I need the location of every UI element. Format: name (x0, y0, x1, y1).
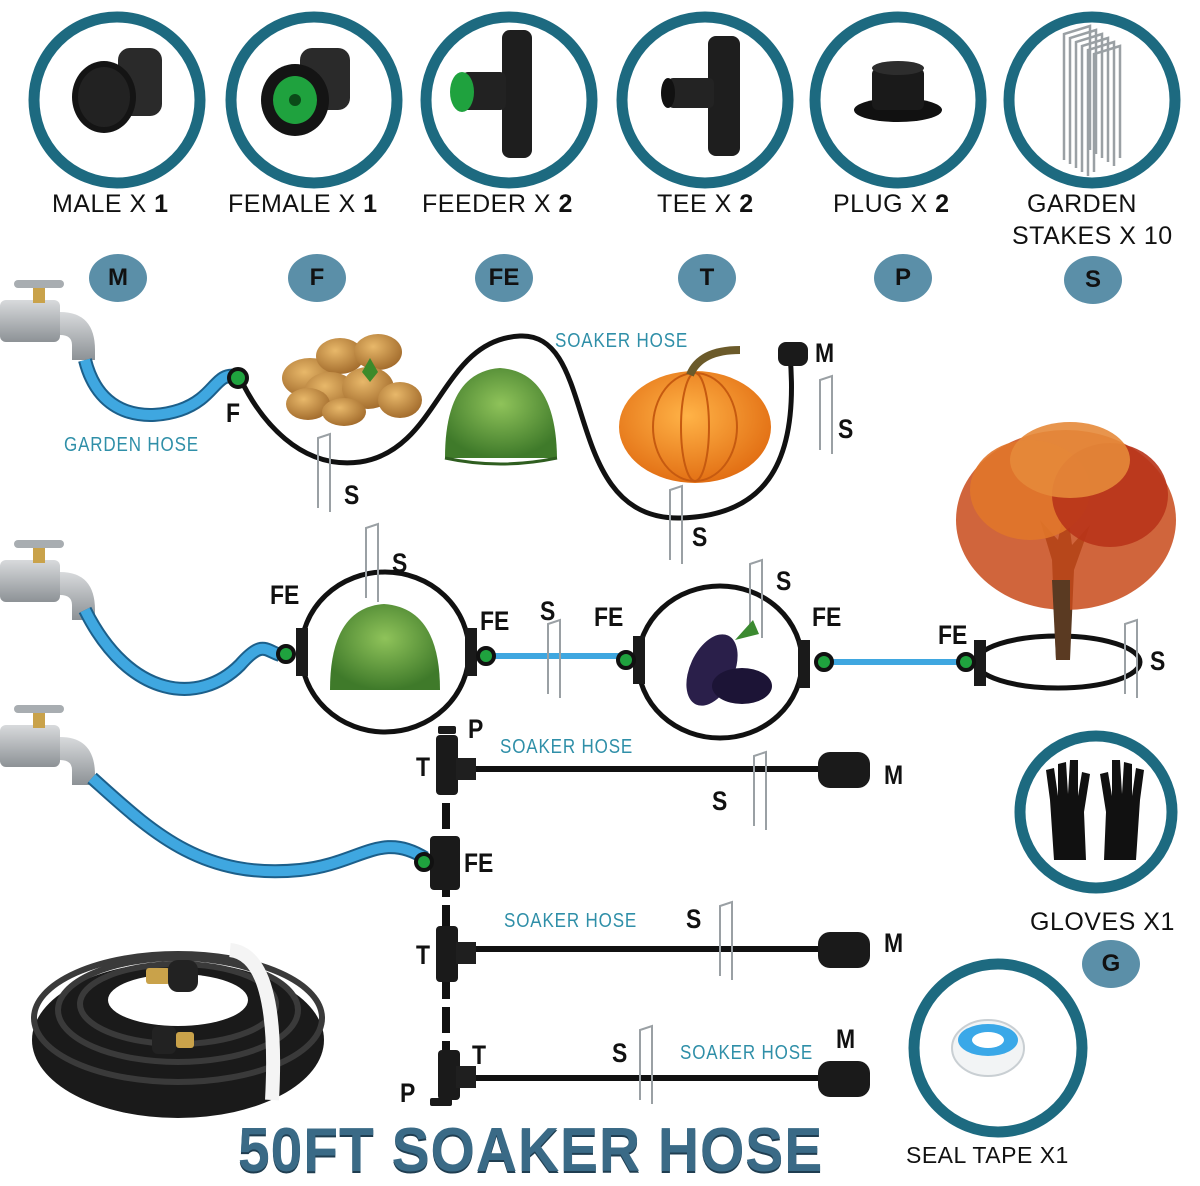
tag-t-1: T (416, 752, 431, 782)
pumpkin-image (619, 346, 771, 483)
soaker-hose-label-4: SOAKER HOSE (680, 1042, 814, 1064)
component-label-feeder: FEEDER X 2 (422, 190, 573, 218)
faucet-icon-3 (0, 705, 95, 785)
seal-tape-icon (951, 1019, 1025, 1077)
component-label-male: MALE X 1 (52, 190, 169, 218)
tag-p-1: P (468, 714, 484, 744)
faucet-icon-2 (0, 540, 95, 620)
code-badge-f: F (288, 254, 346, 302)
tag-fe-3: FE (594, 602, 624, 632)
seal-tape-ring (908, 958, 1088, 1138)
tag-m-2: M (884, 760, 904, 790)
gloves-icon (1046, 760, 1144, 860)
tag-s-5: S (540, 596, 556, 626)
tag-s-2: S (838, 414, 854, 444)
feeder-connector-icon (450, 30, 532, 158)
tree-image (956, 422, 1176, 660)
female-connector-icon (261, 48, 350, 136)
end-cap-icon (778, 342, 808, 366)
tee-connector-icon (661, 36, 740, 156)
tag-fe-6: FE (464, 848, 494, 878)
gloves-label: GLOVES X1 (1030, 908, 1175, 936)
garden-stakes-icon (1062, 24, 1122, 176)
male-connector-icon (72, 48, 162, 133)
component-label-plug: PLUG X 2 (833, 190, 950, 218)
component-label-stakes-line2: STAKES X 10 (1012, 222, 1173, 250)
tag-s-10: S (612, 1038, 628, 1068)
soaker-hose-label-2: SOAKER HOSE (500, 736, 634, 758)
tag-fe-4: FE (812, 602, 842, 632)
tag-t-2: T (416, 940, 431, 970)
tag-m-3: M (884, 928, 904, 958)
tag-fe-2: FE (480, 606, 510, 636)
code-badge-g: G (1082, 940, 1140, 988)
tag-f: F (226, 398, 241, 428)
tag-s-7: S (1150, 646, 1166, 676)
bush-image (444, 368, 558, 466)
coiled-hose-image (31, 943, 325, 1118)
garden-hose-label: GARDEN HOSE (64, 434, 199, 456)
potatoes-image (282, 334, 422, 426)
bush-image-2 (330, 604, 440, 690)
tag-s-4: S (392, 548, 408, 578)
plug-icon (854, 61, 942, 122)
code-badge-s: S (1064, 256, 1122, 304)
tag-s-8: S (712, 786, 728, 816)
tag-fe-1: FE (270, 580, 300, 610)
tag-m-4: M (836, 1024, 856, 1054)
eggplant-image (686, 620, 772, 706)
code-badge-m: M (89, 254, 147, 302)
tag-s-1: S (344, 480, 360, 510)
tag-p-2: P (400, 1078, 416, 1108)
component-label-stakes-line1: GARDEN (1027, 190, 1137, 218)
tag-s-6: S (776, 566, 792, 596)
tag-m-1: M (815, 338, 835, 368)
code-badge-t: T (678, 254, 736, 302)
end-caps (818, 752, 870, 1097)
soaker-hose-label-1: SOAKER HOSE (555, 330, 689, 352)
tag-t-3: T (472, 1040, 487, 1070)
code-badge-fe: FE (475, 254, 533, 302)
tag-s-3: S (692, 522, 708, 552)
code-badge-p: P (874, 254, 932, 302)
tag-s-9: S (686, 904, 702, 934)
product-title: 50FT SOAKER HOSE (238, 1116, 824, 1185)
soaker-hose-label-3: SOAKER HOSE (504, 910, 638, 932)
gloves-ring (1014, 730, 1178, 894)
component-label-tee: TEE X 2 (657, 190, 754, 218)
component-label-female: FEMALE X 1 (228, 190, 378, 218)
component-rings (28, 11, 1181, 189)
faucet-icon (0, 280, 95, 360)
seal-tape-label: SEAL TAPE X1 (906, 1142, 1069, 1168)
tag-fe-5: FE (938, 620, 968, 650)
